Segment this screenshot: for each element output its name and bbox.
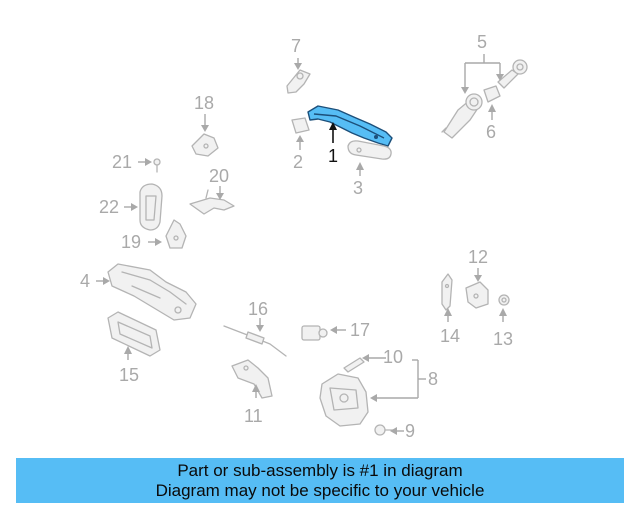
part-2-pad (291, 117, 310, 134)
part-12-striker (465, 281, 489, 309)
part-11-bracket (231, 359, 273, 399)
part-14-strap (441, 273, 453, 311)
part-18-arrow (201, 125, 209, 132)
part-15-escutcheon (107, 311, 161, 357)
part-8-label: 8 (428, 369, 438, 389)
part-8-door-latch (319, 373, 369, 427)
part-7-arrow (294, 63, 302, 70)
part-15-label: 15 (119, 365, 139, 385)
part-5-lock-cylinder (441, 93, 483, 139)
part-7-label: 7 (291, 36, 301, 56)
part-21-label: 21 (112, 152, 132, 172)
part-19-bracket (165, 219, 187, 249)
part-1-label: 1 (328, 146, 338, 166)
part-22-label: 22 (99, 197, 119, 217)
part-9-label: 9 (405, 421, 415, 441)
part-11-arrow (252, 384, 260, 392)
part-22-arrow (131, 203, 138, 211)
part-4-frame (107, 263, 197, 321)
part-21-screw (153, 158, 161, 173)
part-13-label: 13 (493, 329, 513, 349)
part-18-bracket (191, 133, 219, 157)
part-17-arrow (330, 326, 337, 334)
part-19-arrow (155, 238, 162, 246)
part-3-arrow (356, 162, 364, 170)
part-17-label: 17 (350, 320, 370, 340)
part-19-label: 19 (121, 232, 141, 252)
part-2-label: 2 (293, 152, 303, 172)
part-2-arrow (296, 135, 304, 142)
part-4-label: 4 (80, 271, 90, 291)
part-4-arrow (103, 277, 110, 285)
part-16-arrow (256, 325, 264, 332)
part-3-cover (347, 140, 392, 160)
part-22-inside-handle (139, 183, 163, 231)
part-8-arrow (370, 394, 377, 402)
part-1-handle-hole (374, 135, 378, 139)
part-5-arrow-l (461, 87, 469, 94)
part-20-arrow (216, 193, 224, 200)
part-5-arrow-r (496, 74, 504, 81)
part-11-label: 11 (244, 406, 263, 426)
part-20-clip (189, 189, 235, 215)
part-18-label: 18 (194, 93, 214, 113)
part-16-rod (223, 325, 287, 357)
part-6-retainer (483, 85, 501, 103)
banner-line-part-number: Part or sub-assembly is #1 in diagram (177, 461, 463, 480)
part-1-outside-handle (307, 105, 393, 147)
part-5-label: 5 (477, 32, 487, 52)
part-21-arrow (145, 158, 152, 166)
part-9-arrow (390, 427, 397, 435)
part-15-arrow (124, 346, 132, 354)
part-6-label: 6 (486, 122, 496, 142)
part-7-bracket (286, 69, 311, 94)
part-17-connector (301, 325, 328, 341)
part-1-handle-edge (313, 113, 385, 139)
part-10-rod-end (343, 357, 365, 373)
part-10-arrow (362, 354, 369, 362)
part-16-label: 16 (248, 299, 268, 319)
part-info-banner: Part or sub-assembly is #1 in diagram Di… (16, 458, 624, 503)
banner-line-disclaimer: Diagram may not be specific to your vehi… (155, 481, 485, 500)
part-20-label: 20 (209, 166, 229, 186)
part-14-arrow (444, 308, 452, 316)
part-12-arrow (474, 275, 482, 282)
part-9-screw (374, 424, 395, 436)
part-1-handle-body (307, 105, 393, 147)
part-5-key (497, 59, 528, 89)
part-13-bolt (498, 294, 510, 306)
part-14-label: 14 (440, 326, 460, 346)
part-3-label: 3 (353, 178, 363, 198)
part-6-arrow (488, 104, 496, 112)
part-13-arrow (499, 308, 507, 316)
part-12-label: 12 (468, 247, 488, 267)
part-1-arrow (329, 122, 337, 130)
part-10-label: 10 (383, 347, 403, 367)
